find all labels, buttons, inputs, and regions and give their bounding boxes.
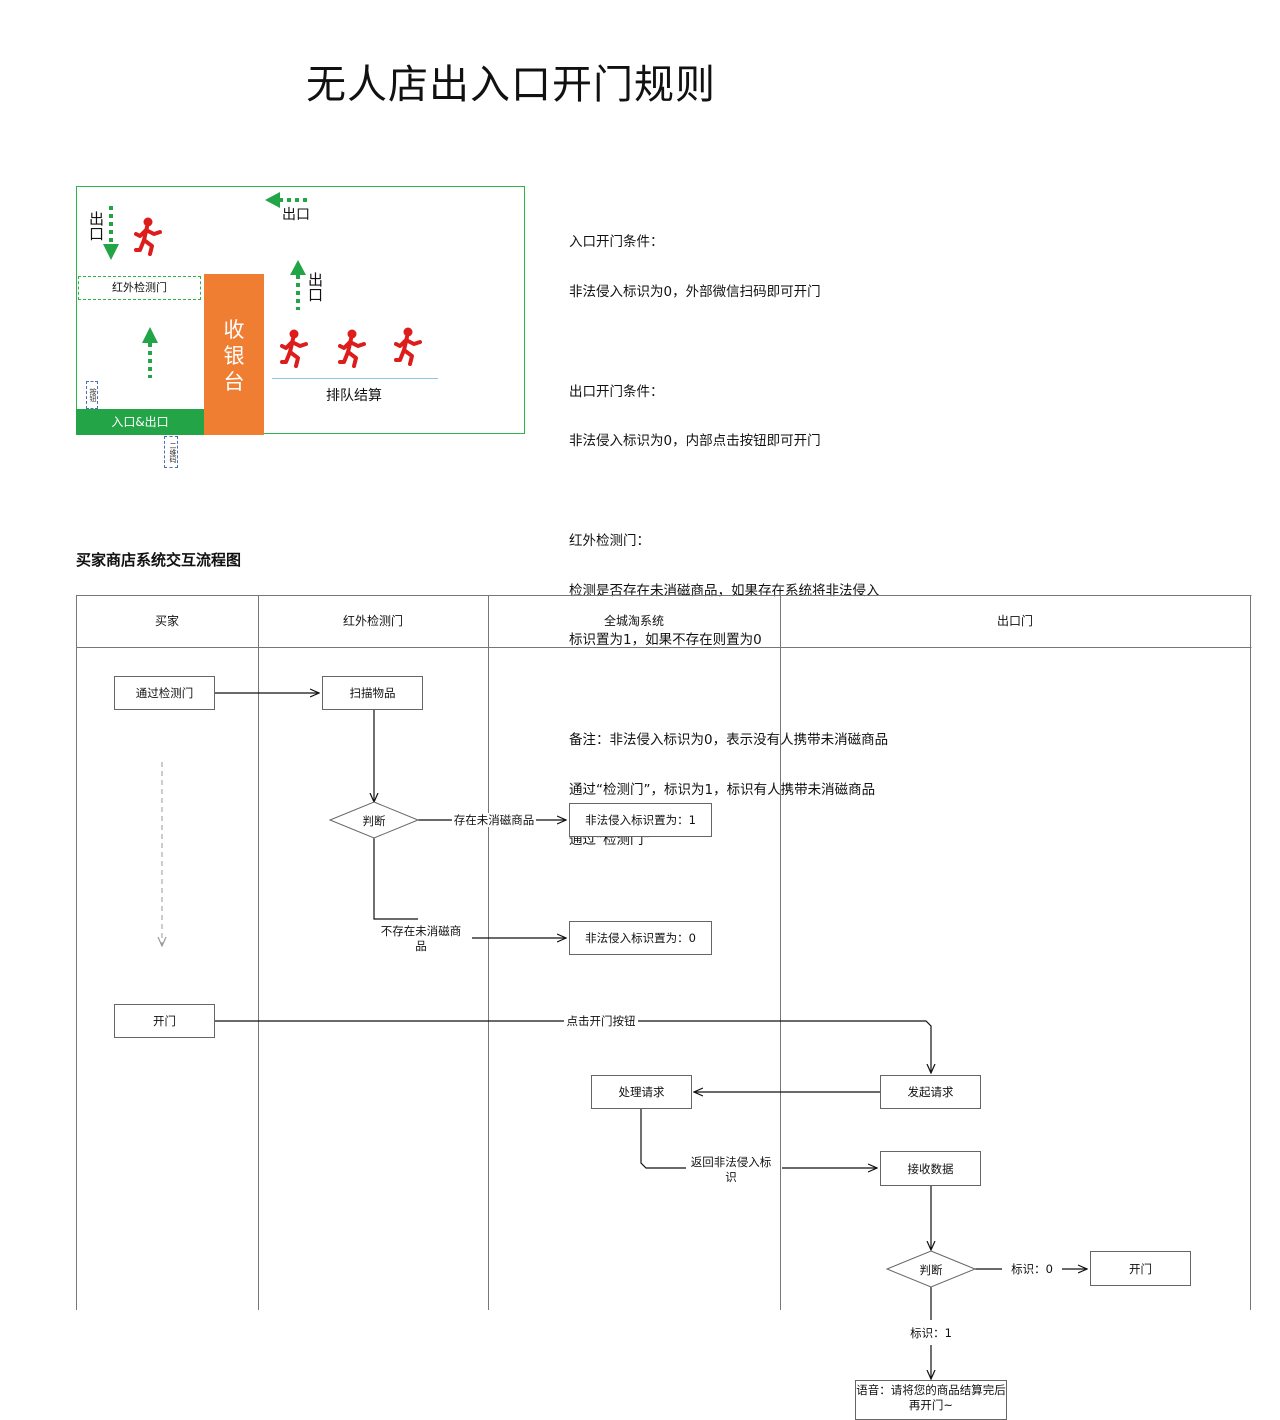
runner-icon bbox=[134, 217, 162, 256]
rules-notes: 入口开门条件： 非法侵入标识为0，外部微信扫码即可开门 出口开门条件： 非法侵入… bbox=[569, 201, 888, 865]
cashier-counter: 收 银 台 bbox=[204, 274, 264, 435]
infrared-gate: 红外检测门 bbox=[78, 276, 201, 300]
node-send-request: 发起请求 bbox=[880, 1075, 981, 1109]
node-flag1: 非法侵入标识置为：1 bbox=[569, 803, 712, 837]
node-voice-prompt: 语音：请将您的商品结算完后再开门~ bbox=[855, 1380, 1007, 1420]
lane-header-exit-door: 出口门 bbox=[996, 614, 1033, 628]
note-gate-line: 标识置为1，如果不存在则置为0 bbox=[569, 632, 762, 649]
node-buyer-open: 开门 bbox=[114, 1004, 215, 1038]
cashier-char: 银 bbox=[223, 344, 245, 368]
edge-label-flag-zero: 标识：0 bbox=[1004, 1262, 1060, 1276]
edge-handle-down bbox=[640, 1109, 686, 1169]
cashier-char: 台 bbox=[223, 370, 245, 394]
decision-judge1-label: 判断 bbox=[362, 814, 386, 828]
page-title: 无人店出入口开门规则 bbox=[306, 62, 716, 108]
node-scan-items: 扫描物品 bbox=[322, 676, 423, 710]
edge-label-click-open: 点击开门按钮 bbox=[564, 1014, 638, 1028]
note-gate-title: 红外检测门： bbox=[569, 532, 650, 549]
edge-judge-down bbox=[373, 838, 418, 920]
node-receive-data: 接收数据 bbox=[880, 1151, 981, 1186]
decision-judge2-label: 判断 bbox=[919, 1263, 943, 1277]
note-gate-line: 检测是否存在未消磁商品，如果存在系统将非法侵入 bbox=[569, 582, 880, 599]
arrow-head-up bbox=[142, 327, 158, 343]
arrow-head-up bbox=[290, 260, 306, 275]
edge-label-flag-one: 标识：1 bbox=[903, 1326, 959, 1340]
exit-mid-label: 出口 bbox=[306, 272, 324, 302]
qrcode-box: 二维码 bbox=[164, 436, 178, 468]
queue-label: 排队结算 bbox=[326, 388, 382, 404]
exit-left-label: 出口 bbox=[87, 211, 105, 241]
lane-header-buyer: 买家 bbox=[154, 614, 179, 628]
node-open-door: 开门 bbox=[1090, 1251, 1191, 1286]
node-handle-request: 处理请求 bbox=[591, 1075, 692, 1109]
edge-label-return-flag: 返回非法侵入标识 bbox=[687, 1155, 775, 1185]
runner-icon bbox=[280, 329, 308, 368]
store-layout-frame bbox=[76, 186, 525, 434]
note-exit-line: 非法侵入标识为0，内部点击按钮即可开门 bbox=[569, 433, 821, 450]
entry-exit-bar: 入口&出口 bbox=[76, 409, 204, 435]
runner-icon bbox=[394, 327, 422, 366]
lane-header-system: 全城淘系统 bbox=[603, 614, 664, 628]
edge-label-no-unmag: 不存在未消磁商品 bbox=[378, 924, 464, 954]
decision-judge2 bbox=[885, 1250, 977, 1288]
flowchart-heading: 买家商店系统交互流程图 bbox=[76, 551, 242, 569]
runner-icon bbox=[338, 329, 366, 368]
note-entry-line: 非法侵入标识为0，外部微信扫码即可开门 bbox=[569, 283, 821, 300]
node-flag0: 非法侵入标识置为：0 bbox=[569, 921, 712, 955]
queue-line bbox=[272, 378, 438, 379]
note-exit-title: 出口开门条件： bbox=[569, 383, 664, 400]
note-entry-title: 入口开门条件： bbox=[569, 234, 664, 251]
decision-judge1 bbox=[328, 801, 420, 839]
cashier-char: 收 bbox=[223, 318, 245, 342]
note-remark-title: 备注：非法侵入标识为0，表示没有人携带未消磁商品 bbox=[569, 732, 889, 748]
arrow-head-left bbox=[265, 192, 280, 208]
edge-open-to-request bbox=[215, 1020, 931, 1073]
arrow-head-down bbox=[103, 244, 119, 260]
note-remark-line: 通过“检测门”，标识为1，标识有人携带未消磁商品 bbox=[569, 781, 876, 798]
lane-header-ir-gate: 红外检测门 bbox=[342, 614, 403, 628]
edge-label-has-unmag: 存在未消磁商品 bbox=[452, 813, 536, 827]
exit-top-label: 出口 bbox=[282, 207, 310, 223]
inner-button-box: 按钮 bbox=[86, 381, 98, 409]
node-pass-gate: 通过检测门 bbox=[114, 676, 215, 710]
